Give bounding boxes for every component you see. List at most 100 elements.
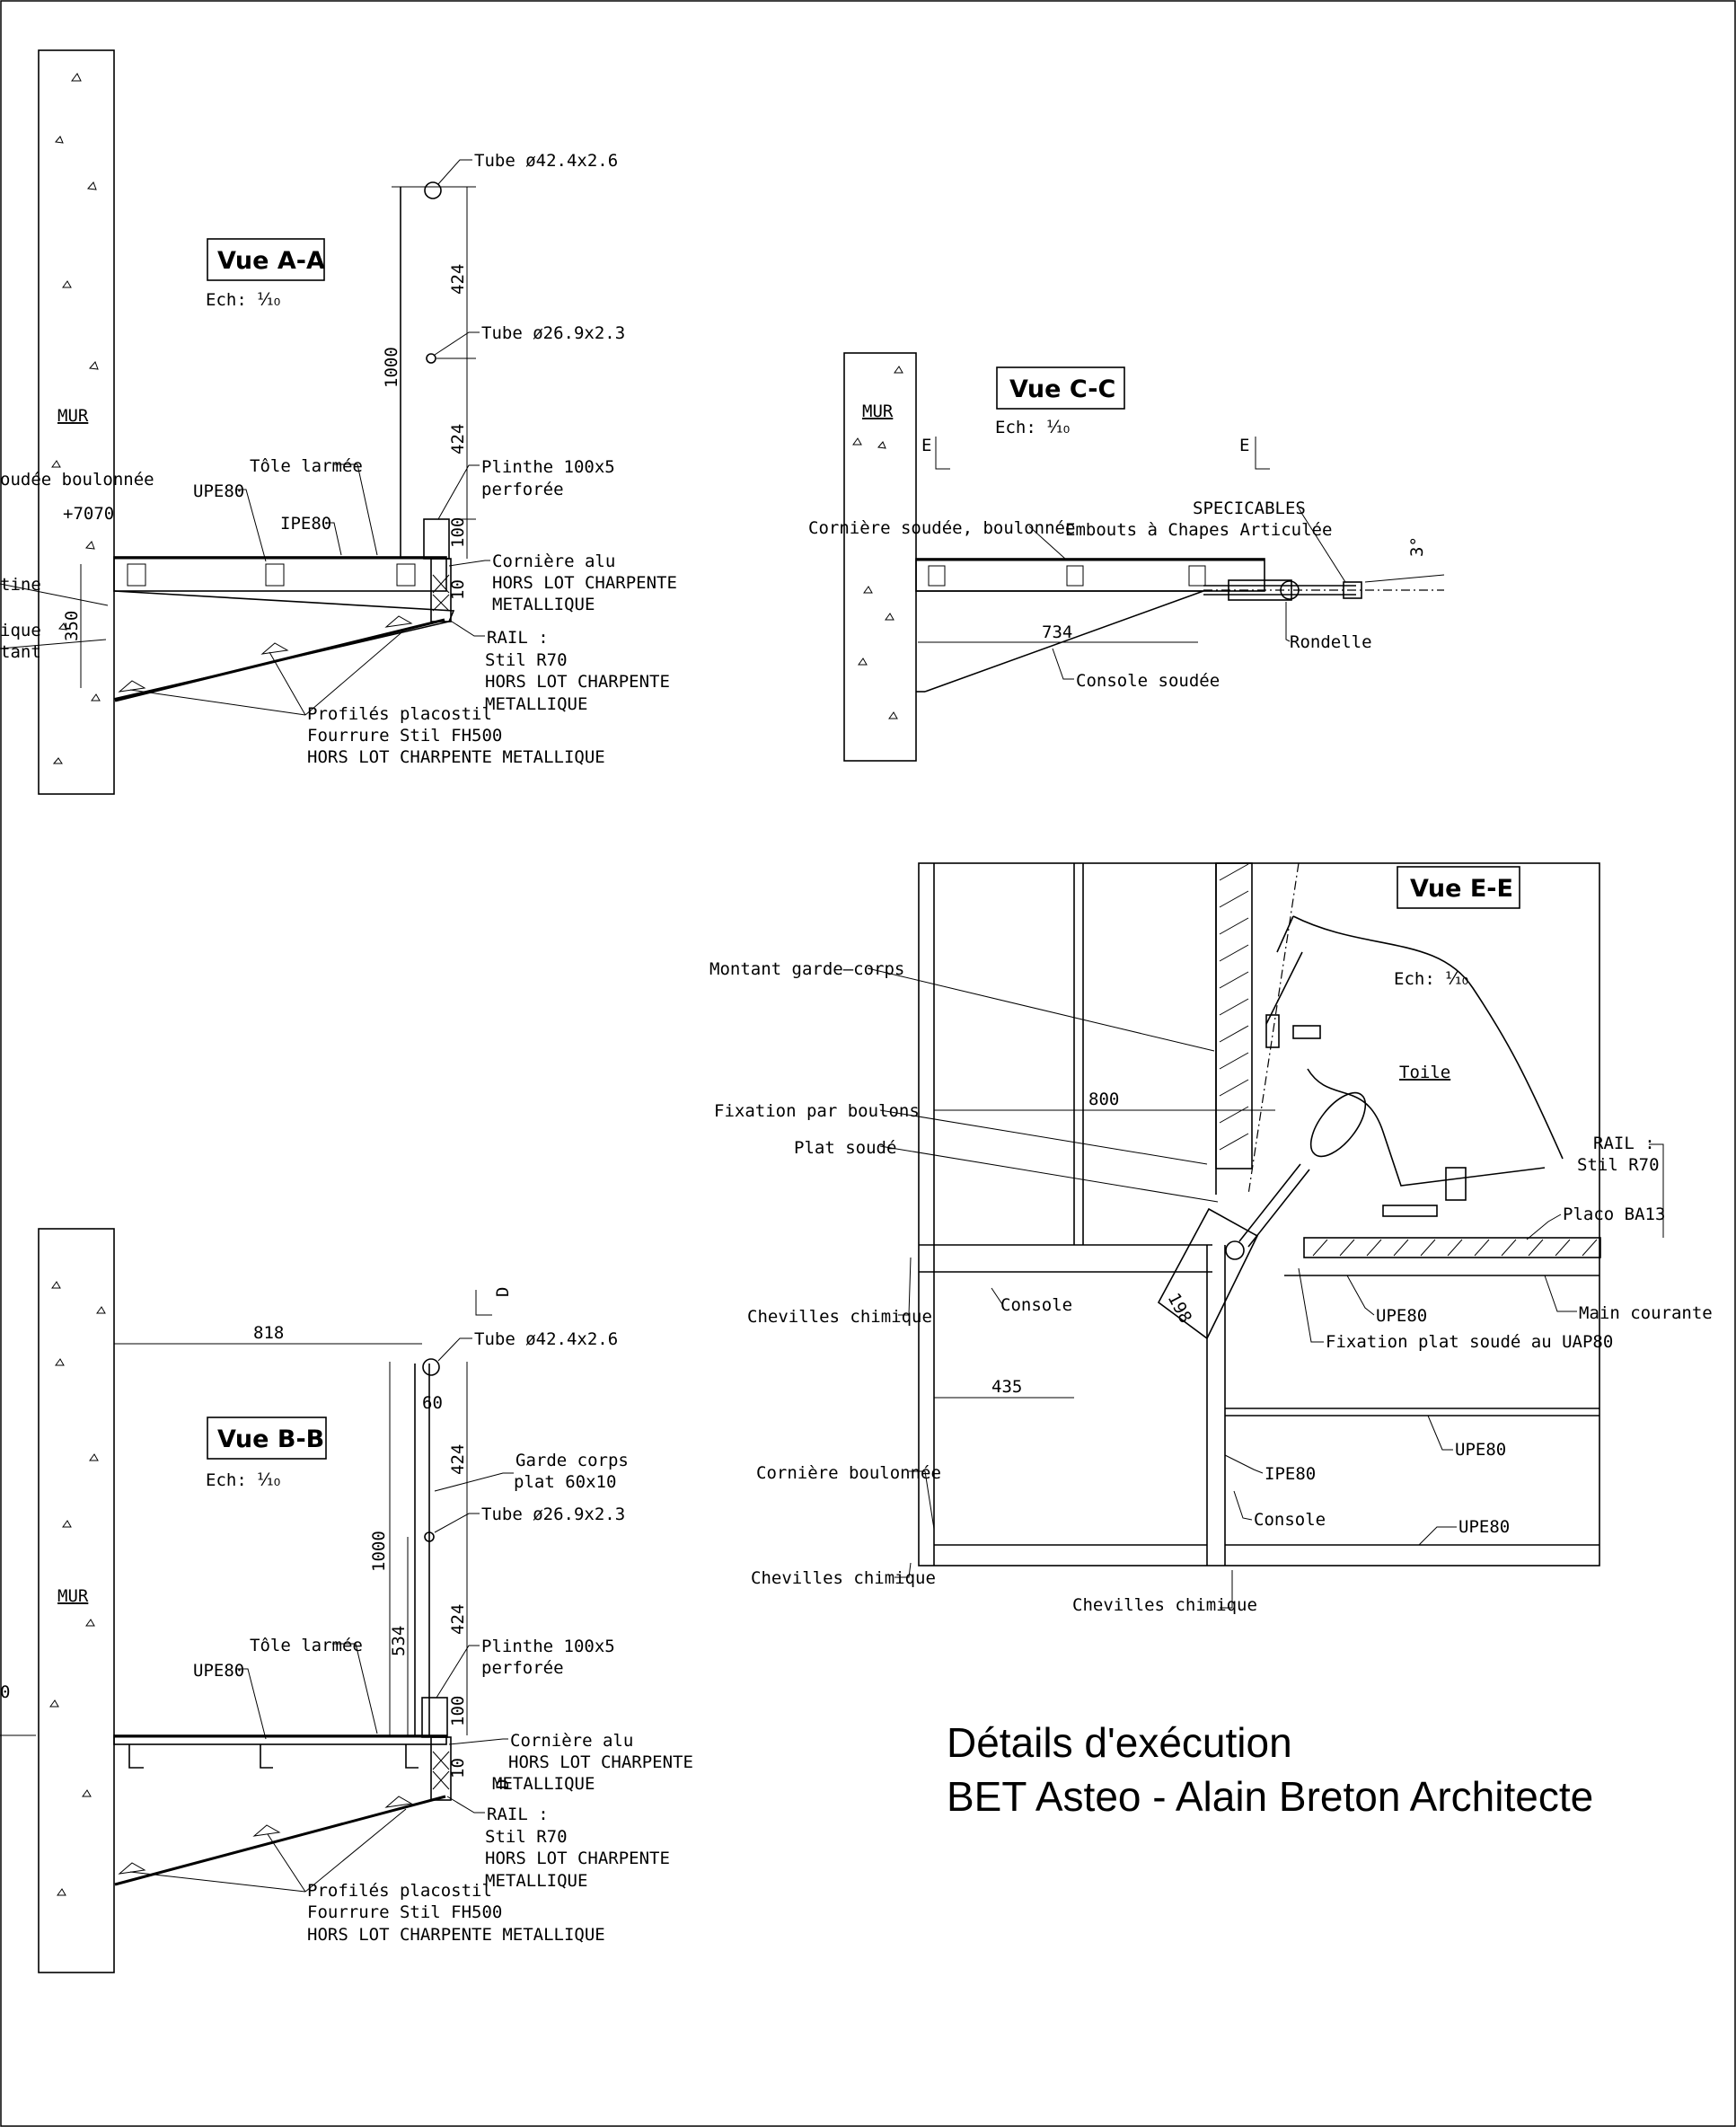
label-rail-1-ee: RAIL : — [1593, 1134, 1655, 1153]
profile-1-aa — [260, 642, 289, 655]
axis-ee — [1247, 862, 1300, 1196]
leader-placo-ee — [1526, 1214, 1562, 1240]
label-embouts-cc: Embouts à Chapes Articulée — [1065, 520, 1332, 540]
dim-100-aa: 100 — [448, 517, 468, 548]
label-plinthe-1-aa: Plinthe 100x5 — [481, 457, 615, 477]
scale-ee: Ech: ⅒ — [1394, 969, 1468, 989]
profile-2-bb — [384, 1796, 413, 1808]
leader-tube-top-bb — [437, 1337, 472, 1362]
upe-section-cc — [928, 565, 946, 587]
upe-section-cc-3 — [1188, 565, 1206, 587]
label-corniere-alu-2-aa: HORS LOT CHARPENTE — [492, 573, 677, 593]
label-garde-2-bb: plat 60x10 — [514, 1472, 616, 1492]
leader-left-aa — [0, 583, 109, 649]
label-plinthe-2-bb: perforée — [481, 1658, 564, 1678]
label-console-1-ee: Console — [1000, 1295, 1072, 1315]
leader-rondelle-cc — [1285, 602, 1291, 642]
tube-top-aa — [424, 181, 442, 199]
leader-chevilles-3-ee — [1220, 1570, 1233, 1609]
wall-aa — [38, 49, 115, 795]
dim-424b-bb: 424 — [448, 1604, 468, 1635]
label-profiles-1-aa: Profilés placostil — [307, 704, 492, 724]
dim-350-aa: 350 — [62, 611, 82, 641]
label-rail-2-aa: Stil R70 — [485, 650, 568, 670]
label-tole-aa: Tôle larmée — [250, 456, 363, 476]
label-plinthe-1-bb: Plinthe 100x5 — [481, 1637, 615, 1656]
frame-ee — [918, 862, 1600, 1567]
leader-garde-bb — [434, 1472, 514, 1492]
label-toile-ee: Toile — [1399, 1063, 1450, 1082]
leader-plat-ee — [879, 1145, 1219, 1203]
leader-upe1-ee — [1346, 1275, 1375, 1316]
placo-ee — [1303, 1237, 1601, 1258]
leader-montant-ee — [867, 967, 1215, 1052]
leader-main-courante-ee — [1544, 1275, 1577, 1312]
dim-10-bb: 10 — [448, 1758, 468, 1778]
label-placo-ee: Placo BA13 — [1563, 1205, 1665, 1224]
leader-tube-mid-bb — [434, 1513, 480, 1533]
label-console-2-ee: Console — [1254, 1510, 1326, 1530]
label-plat-soude-ee: Plat soudé — [794, 1138, 896, 1158]
label-left-a-aa: tine — [0, 575, 41, 595]
leader-console-1-ee — [991, 1287, 1003, 1305]
corniere-alu-bb — [430, 1736, 452, 1801]
label-level-aa: +7070 — [63, 504, 114, 524]
label-montant-ee: Montant garde–corps — [709, 959, 904, 979]
label-chevilles-2-ee: Chevilles chimique — [751, 1568, 936, 1588]
leader-corniere-aa — [448, 560, 490, 567]
dim-424b-aa: 424 — [448, 424, 468, 455]
label-tube-mid-bb: Tube ø26.9x2.3 — [481, 1505, 625, 1524]
dim-angle-cc: 3° — [1407, 536, 1427, 557]
section-mark-d1-label: D — [493, 1287, 513, 1297]
placo-hatch-ee — [1312, 1239, 1598, 1257]
label-corniere-soudee-aa: oudée boulonnée — [0, 470, 154, 490]
dim-424a-aa: 424 — [448, 264, 468, 295]
dim-734-cc: 734 — [1042, 622, 1072, 642]
bolt-3-ee — [1382, 1205, 1438, 1217]
label-left-c-aa: tant — [0, 642, 41, 662]
hatch-ee — [1219, 863, 1249, 1151]
leader-ipe-ee — [1224, 1454, 1264, 1474]
leader-chevilles-1-ee — [898, 1257, 912, 1316]
label-rondelle-cc: Rondelle — [1290, 632, 1372, 652]
dim-818-bb: 818 — [253, 1323, 284, 1343]
label-tole-bb: Tôle larmée — [250, 1636, 363, 1655]
left-cut-bb: 0 — [0, 1682, 10, 1702]
label-tube-top-aa: Tube ø42.4x2.6 — [474, 151, 618, 171]
wall-aggregate-bb — [49, 1281, 106, 1896]
tube-mid-aa — [426, 353, 436, 364]
leader-specicables-cc — [1298, 507, 1346, 583]
leader-console-cc — [1052, 648, 1074, 680]
bracket-aa — [113, 590, 455, 700]
leader-profiles-bb — [129, 1808, 407, 1893]
strut-ee — [1238, 1163, 1310, 1248]
dim-60-bb: 60 — [422, 1393, 443, 1413]
section-mark-d2-label: D — [493, 1779, 513, 1789]
leader-tube-top-aa — [437, 159, 472, 185]
leader-rail-bb — [446, 1796, 485, 1814]
leader-corniere-cc — [1028, 525, 1066, 560]
view-cc: MUR Vue C-C Ech: ⅒ E E 3° 734 — [808, 352, 1445, 762]
strut-head-ee — [1309, 1091, 1367, 1158]
dim-100-bb: 100 — [448, 1696, 468, 1726]
label-profiles-1-bb: Profilés placostil — [307, 1881, 492, 1901]
leader-corniere-bb — [448, 1738, 508, 1745]
leader-chevilles-2-ee — [894, 1562, 912, 1578]
caption-line-2: BET Asteo - Alain Breton Architecte — [947, 1773, 1593, 1820]
ipe-section-aa-2 — [396, 563, 416, 587]
pivot-ee — [1225, 1240, 1245, 1260]
upe-bb-1 — [128, 1744, 144, 1769]
soffit-bb — [114, 1795, 446, 1886]
label-fixation-boulons-ee: Fixation par boulons — [714, 1101, 920, 1121]
section-mark-e2-label: E — [1239, 436, 1249, 455]
wall-aggregate-aa — [51, 73, 101, 764]
title-box-aa — [207, 238, 325, 281]
console-cc — [916, 590, 1204, 693]
label-specicables-cc: SPECICABLES — [1193, 499, 1306, 518]
dim-435-ee: 435 — [991, 1377, 1022, 1397]
label-corniere-cc: Cornière soudée, boulonnée — [808, 518, 1075, 538]
leader-tole-bb — [332, 1643, 378, 1734]
label-corniere-alu-2-bb: HORS LOT CHARPENTE — [508, 1752, 693, 1772]
label-garde-1-bb: Garde corps — [516, 1451, 629, 1470]
title-ee: Vue E-E — [1410, 875, 1513, 903]
